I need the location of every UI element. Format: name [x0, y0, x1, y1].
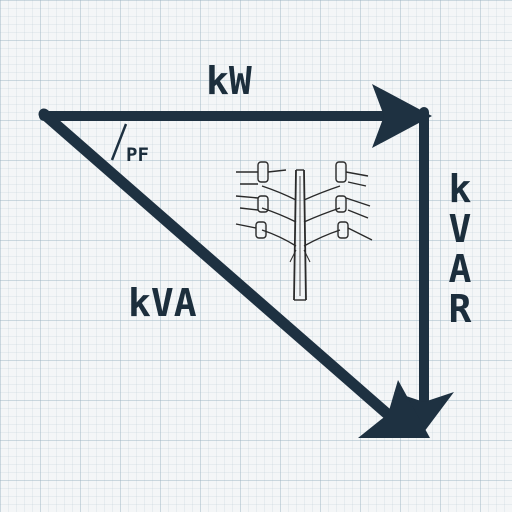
kvar-label: k V A R: [442, 170, 478, 330]
kva-label: kVA: [128, 281, 197, 325]
kvar-letter-r: R: [448, 287, 472, 331]
kvar-letter-k: k: [448, 167, 472, 211]
pf-label: PF: [126, 144, 149, 166]
pf-angle-mark: [110, 123, 128, 161]
kvar-letter-v: V: [448, 207, 472, 251]
kva-vector-arrow: [38, 108, 430, 438]
kvar-letter-a: A: [448, 247, 472, 291]
utility-pole-icon: [235, 161, 373, 301]
kw-label: kW: [206, 59, 252, 103]
